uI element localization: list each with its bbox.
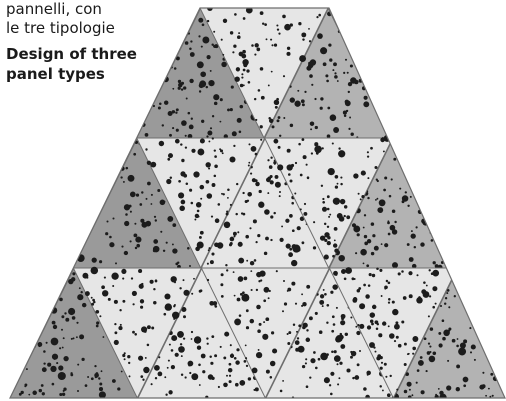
perforation-dots	[461, 155, 506, 270]
perforation-dots	[465, 8, 506, 128]
triangular-panel	[457, 138, 506, 268]
triangular-panel	[456, 8, 506, 138]
panel-grid	[0, 5, 506, 401]
triangular-panel	[393, 8, 506, 138]
perforation-dots	[400, 20, 506, 138]
